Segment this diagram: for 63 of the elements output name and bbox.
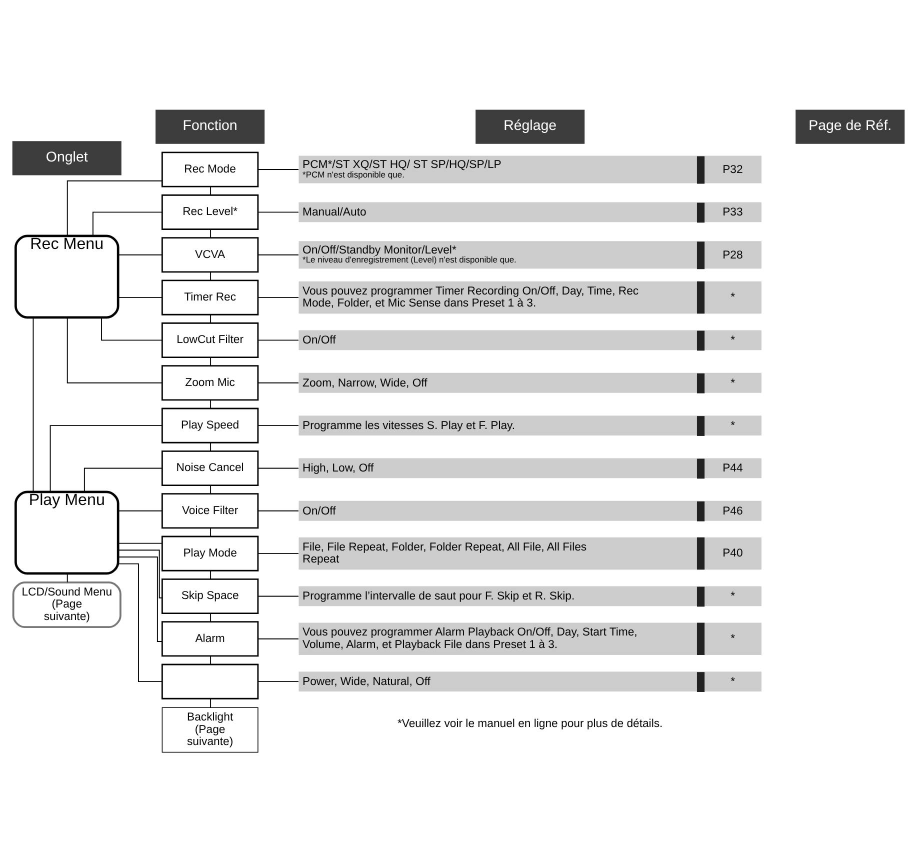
connector (258, 510, 299, 512)
label: Onglet (46, 149, 88, 166)
connector (84, 468, 162, 492)
node-box: Rec Level* (161, 194, 259, 230)
connector (118, 542, 162, 544)
connector (210, 484, 212, 494)
connector (66, 317, 163, 384)
connector (258, 254, 299, 256)
connector (210, 186, 212, 196)
label: Page de Réf. (808, 118, 892, 134)
connector (210, 356, 212, 366)
connector (258, 596, 299, 597)
node-box: Rec Menu (14, 234, 120, 319)
connector (210, 228, 212, 238)
connector (118, 254, 162, 256)
node-box: Voice Filter (161, 493, 259, 529)
connector (258, 681, 299, 682)
connector (210, 698, 212, 708)
node-box: LCD/Sound Menu (Page suivante) (12, 582, 122, 628)
connector (210, 272, 212, 281)
connector (258, 169, 299, 170)
connector (66, 180, 163, 236)
node-box: Play Speed (161, 408, 259, 444)
connector (210, 528, 212, 537)
node-box: Skip Space (161, 578, 259, 614)
node-box: Zoom Mic (161, 365, 259, 401)
label: Réglage (504, 118, 557, 134)
connector (92, 212, 163, 236)
connector (258, 297, 299, 298)
node-box: VCVA (161, 237, 259, 273)
label: Fonction (182, 118, 238, 134)
connector (258, 638, 299, 640)
connector (32, 317, 34, 492)
connector (101, 317, 163, 341)
connector (258, 553, 299, 554)
connector (258, 468, 299, 469)
connector (118, 556, 162, 642)
connector (118, 550, 163, 598)
connector (210, 656, 212, 665)
node-box: Timer Rec (161, 280, 259, 316)
connector (210, 570, 212, 580)
node-box: Alarm (161, 621, 259, 657)
node-box: Rec Mode (161, 152, 259, 188)
connector (210, 314, 212, 324)
connector (118, 563, 162, 682)
connector (258, 340, 299, 341)
node-box: Play Menu (14, 490, 120, 575)
connector (210, 400, 212, 409)
connector (118, 297, 162, 298)
node-box: LowCut Filter (161, 322, 259, 358)
node-box: Noise Cancel (161, 450, 259, 486)
connector (258, 212, 299, 213)
connector (66, 573, 68, 583)
connector (258, 425, 299, 426)
label: *Veuillez voir le manuel en ligne pour plus de détails. (397, 718, 663, 730)
node-box: Play Mode (161, 536, 259, 572)
connector (210, 612, 212, 622)
connector (258, 382, 299, 384)
node-box: Backlight (Page suivante) (162, 707, 258, 753)
node-box (161, 664, 259, 700)
connector (50, 425, 163, 492)
connector (210, 442, 212, 452)
connector (118, 510, 162, 512)
